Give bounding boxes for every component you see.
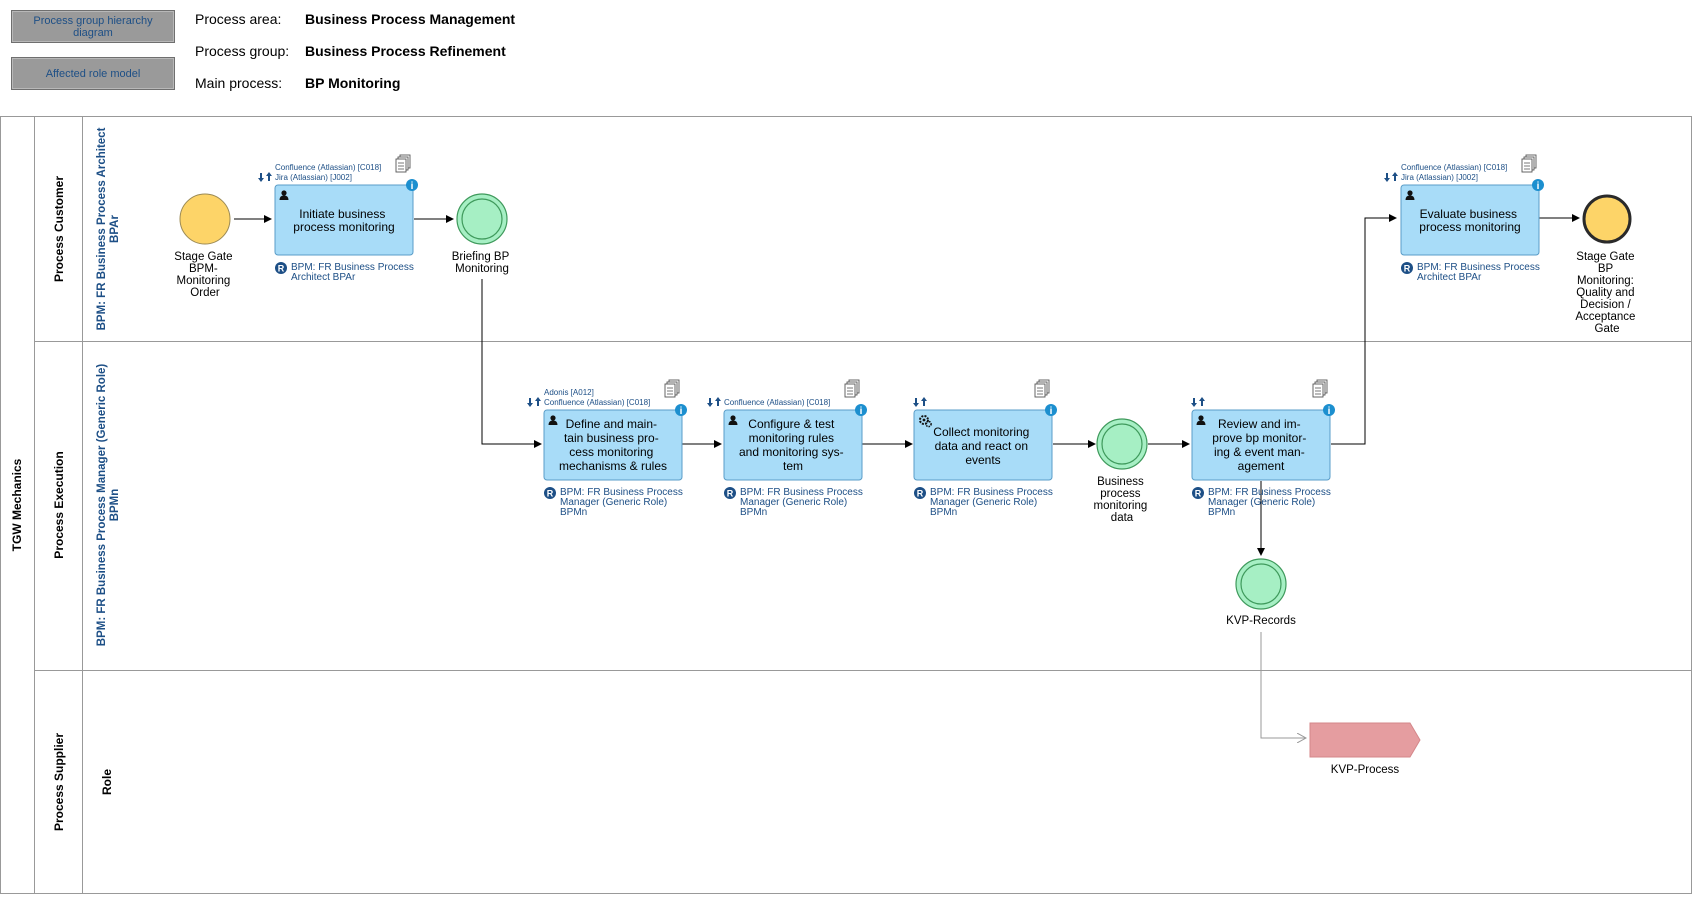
role-label[interactable]: BPM: FR Business Process Manager (Generi…: [930, 487, 1056, 518]
sequence-flows: [234, 214, 1580, 556]
lane-name: Process Supplier: [52, 733, 66, 831]
event-label: Business process monitoring data: [1094, 476, 1151, 524]
it-system-label[interactable]: Confluence (Atlassian) [C018] Jira (Atla…: [275, 163, 384, 182]
it-system-label[interactable]: Confluence (Atlassian) [C018]: [724, 398, 830, 407]
event-label: Briefing BP Monitoring: [452, 251, 513, 275]
role-label[interactable]: BPM: FR Business Process Manager (Generi…: [1208, 487, 1334, 518]
svg-text:BPM: FR Business Process Manag: BPM: FR Business Process Manager (Generi…: [96, 364, 108, 647]
role-badge-icon: [544, 487, 556, 499]
role-label[interactable]: BPM: FR Business Process Manager (Generi…: [560, 487, 686, 518]
task-configure[interactable]: Configure & test monitoring rules and mo…: [723, 409, 863, 481]
documents-icon[interactable]: [664, 379, 680, 398]
main-process-label: Main process:: [195, 75, 283, 91]
documents-icon[interactable]: [1521, 154, 1537, 173]
task-define[interactable]: Define and main- tain business pro- cess…: [543, 409, 683, 481]
event-label: KVP-Records: [1226, 615, 1296, 627]
process-interface-label[interactable]: KVP-Process: [1331, 764, 1400, 776]
svg-text:Define and main- tain bu: Define and main- tain business pro- cess…: [559, 417, 667, 473]
lane-role: Role: [100, 769, 114, 795]
svg-text:BPAr: BPAr: [109, 215, 121, 243]
svg-text:Configure & test monitor: Configure & test monitoring rules and mo…: [739, 417, 847, 473]
svg-text:Collect monitoring data: Collect monitoring data and react on eve…: [933, 425, 1032, 467]
documents-icon[interactable]: [1312, 379, 1328, 398]
lane-role[interactable]: BPM: FR Business Process Manager (Generi…: [96, 364, 121, 647]
documents-icon[interactable]: [1034, 379, 1050, 398]
start-event[interactable]: [179, 193, 231, 245]
intermediate-event[interactable]: [456, 193, 508, 245]
role-badge-icon: [724, 487, 736, 499]
svg-text:BPMn: BPMn: [109, 489, 121, 522]
role-badge-icon: [275, 262, 287, 274]
gear-icon: [919, 415, 932, 428]
event-label: Stage Gate BP Monitoring: Quality and De…: [1575, 251, 1638, 335]
svg-text:Evaluate business proces: Evaluate business process monitoring: [1419, 207, 1520, 234]
lane-role[interactable]: BPM: FR Business Process Architect BPAr: [96, 127, 121, 330]
task-initiate[interactable]: Initiate business process monitoring: [274, 184, 414, 256]
event-label: Stage Gate BPM- Monitoring Order: [174, 251, 235, 299]
svg-text:Initiate business proces: Initiate business process monitoring: [293, 207, 394, 234]
svg-text:Review and im- prove bp: Review and im- prove bp monitor- ing & e…: [1212, 417, 1309, 473]
role-badge-icon: [1192, 487, 1204, 499]
affected-role-model-button[interactable]: Affected role model: [11, 57, 175, 90]
role-badge-icon: [1401, 262, 1413, 274]
process-area-value: Business Process Management: [305, 11, 516, 27]
task-evaluate[interactable]: Evaluate business process monitoring: [1400, 184, 1540, 256]
end-event[interactable]: [1582, 194, 1632, 244]
role-label[interactable]: BPM: FR Business Process Architect BPAr: [1417, 262, 1543, 283]
svg-text:BPM: FR Business Process Archi: BPM: FR Business Process Architect: [96, 127, 108, 330]
button-label: Affected role model: [45, 67, 141, 80]
it-system-label[interactable]: Adonis [A012] Confluence (Atlassian) [C0…: [544, 388, 650, 407]
process-area-label: Process area:: [195, 11, 282, 27]
intermediate-event[interactable]: [1096, 418, 1148, 470]
documents-icon[interactable]: [395, 154, 411, 173]
pool-title: TGW Mechanics: [10, 458, 24, 551]
documents-icon[interactable]: [844, 379, 860, 398]
role-label[interactable]: BPM: FR Business Process Manager (Generi…: [740, 487, 866, 518]
lane-name: Process Execution: [52, 451, 66, 558]
process-link-connector: [1260, 632, 1306, 738]
intermediate-event[interactable]: [1235, 558, 1287, 610]
task-review[interactable]: Review and im- prove bp monitor- ing & e…: [1191, 409, 1331, 481]
task-collect[interactable]: Collect monitoring data and react on eve…: [913, 409, 1053, 481]
role-label[interactable]: BPM: FR Business Process Architect BPAr: [291, 262, 417, 283]
process-group-value: Business Process Refinement: [305, 43, 506, 59]
process-interface-kvp[interactable]: [1309, 722, 1421, 758]
lane-name: Process Customer: [52, 176, 66, 282]
main-process-value: BP Monitoring: [305, 75, 401, 91]
process-group-label: Process group:: [195, 43, 290, 59]
role-badge-icon: [914, 487, 926, 499]
it-system-label[interactable]: Confluence (Atlassian) [C018] Jira (Atla…: [1401, 163, 1510, 182]
